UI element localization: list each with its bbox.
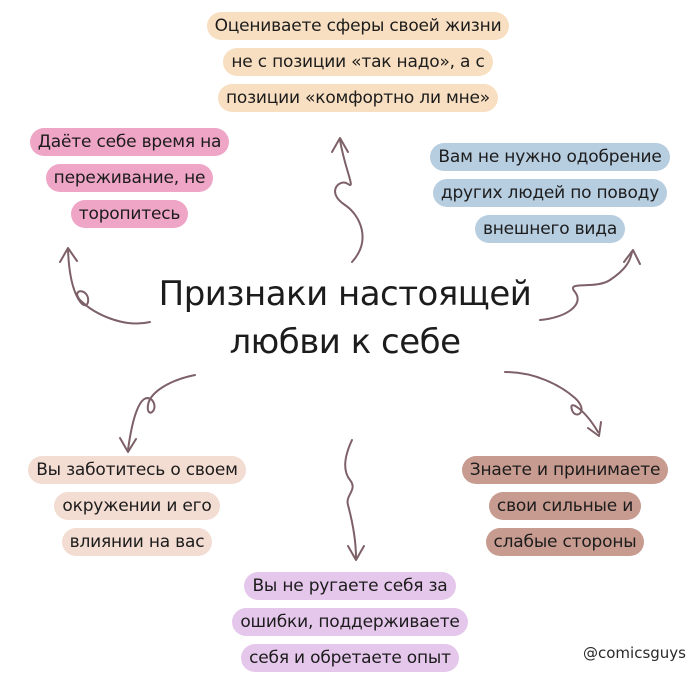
node-top-line-1: Оцениваете сферы своей жизни: [206, 12, 510, 40]
node-bottom-line-3: себя и обретаете опыт: [241, 644, 459, 672]
node-bottom-left-line-3: влиянии на вас: [61, 528, 213, 556]
arrowhead-left: [59, 247, 78, 263]
node-bottom: Вы не ругаете себя за ошибки, поддержива…: [215, 572, 485, 680]
node-left-line-2: переживание, не: [45, 164, 214, 192]
node-bottom-left-line-1: Вы заботитесь о своем: [28, 456, 246, 484]
arrowhead-right: [623, 249, 641, 265]
node-bottom-right-line-1: Знаете и принимаете: [461, 456, 669, 484]
arrow-to-left: [67, 249, 151, 325]
node-right-line-1: Вам не нужно одобрение: [430, 143, 670, 171]
diagram-title: Признаки настоящей любви к себе: [130, 270, 560, 366]
arrow-to-bottom-left: [127, 374, 196, 451]
arrowhead-bottom: [347, 545, 365, 561]
arrowhead-top: [331, 137, 349, 153]
arrow-to-top: [334, 139, 364, 263]
title-line-2: любви к себе: [229, 322, 461, 362]
node-left-line-1: Даёте себе время на: [29, 128, 230, 156]
watermark: @comicsguys: [583, 644, 686, 662]
node-top-line-2: не с позиции «так надо», а с: [223, 48, 493, 76]
node-bottom-right-line-2: свои сильные и: [488, 492, 642, 520]
node-left: Даёте себе время на переживание, не торо…: [2, 128, 257, 236]
node-right-line-2: других людей по поводу: [432, 179, 668, 207]
arrowhead-bottom-left: [119, 437, 137, 453]
node-top-line-3: позиции «комфортно ли мне»: [217, 84, 499, 112]
title-line-1: Признаки настоящей: [158, 274, 532, 314]
node-bottom-line-1: Вы не ругаете себя за: [244, 572, 456, 600]
node-bottom-right: Знаете и принимаете свои сильные и слабы…: [440, 456, 690, 564]
node-top: Оцениваете сферы своей жизни не с позици…: [168, 12, 548, 120]
node-right: Вам не нужно одобрение других людей по п…: [410, 143, 690, 251]
arrow-to-bottom: [344, 439, 357, 559]
node-bottom-right-line-3: слабые стороны: [485, 528, 645, 556]
arrow-to-bottom-right: [504, 371, 599, 433]
node-right-line-3: внешнего вида: [474, 215, 626, 243]
arrow-to-right: [539, 251, 633, 321]
node-bottom-left: Вы заботитесь о своем окружении и его вл…: [2, 456, 272, 564]
node-bottom-left-line-2: окружении и его: [54, 492, 220, 520]
node-left-line-3: торопитесь: [70, 200, 189, 228]
node-bottom-line-2: ошибки, поддерживаете: [232, 608, 468, 636]
arrowhead-bottom-right: [587, 421, 602, 437]
